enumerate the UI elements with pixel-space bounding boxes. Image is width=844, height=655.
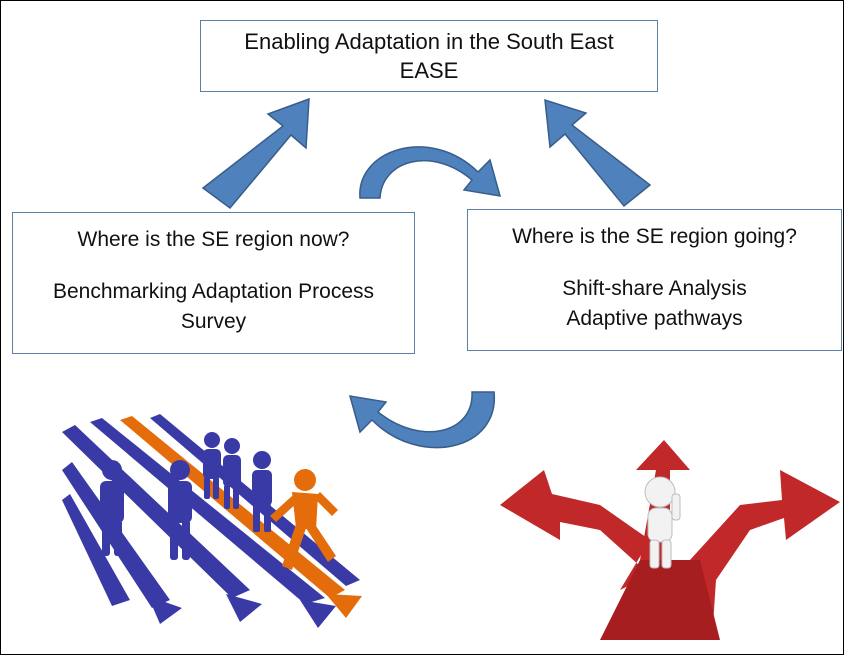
- arrow-right-to-top: [544, 98, 652, 208]
- future-state-line-2: Adaptive pathways: [566, 307, 743, 330]
- runners-illustration: [62, 414, 362, 628]
- future-state-box: Where is the SE region going? Shift-shar…: [467, 209, 842, 351]
- crossroads-illustration: [500, 440, 840, 640]
- curved-arrow-top: [359, 146, 502, 199]
- current-state-line-2: Survey: [180, 310, 247, 333]
- current-state-line-1: Benchmarking Adaptation Process: [52, 280, 375, 303]
- current-state-heading: Where is the SE region now?: [77, 228, 350, 251]
- future-state-heading: Where is the SE region going?: [512, 225, 797, 248]
- arrow-left-to-top: [201, 97, 310, 210]
- title-box: Enabling Adaptation in the South East EA…: [200, 20, 658, 92]
- title-line-2: EASE: [399, 58, 459, 83]
- future-state-line-1: Shift-share Analysis: [562, 277, 747, 300]
- curved-arrow-bottom: [348, 391, 495, 449]
- current-state-box: Where is the SE region now? Benchmarking…: [12, 212, 415, 354]
- spacer: [13, 255, 414, 277]
- spacer: [468, 252, 841, 274]
- title-line-1: Enabling Adaptation in the South East: [244, 29, 614, 54]
